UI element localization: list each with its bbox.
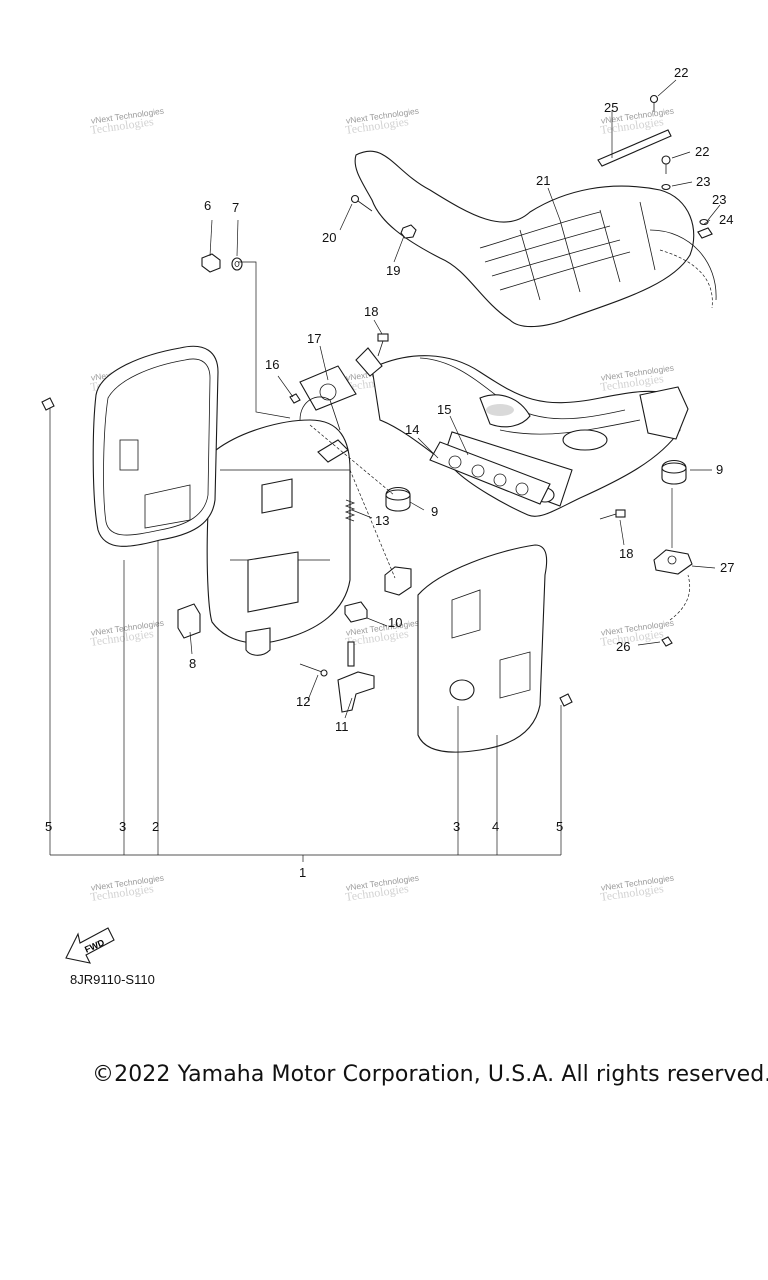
diagram-code: 8JR9110-S110 xyxy=(70,972,155,987)
callout-9-right: 9 xyxy=(716,462,723,477)
callout-3-right: 3 xyxy=(453,819,460,834)
callout-12: 12 xyxy=(296,694,310,709)
callout-13: 13 xyxy=(375,513,389,528)
bracket-11 xyxy=(337,641,375,713)
callout-11: 11 xyxy=(335,719,349,734)
bolt-26 xyxy=(661,574,691,647)
manifold-gasket-14 xyxy=(429,441,551,505)
callout-22-top: 22 xyxy=(674,65,688,80)
callout-23-upper: 23 xyxy=(696,174,710,189)
callout-24: 24 xyxy=(719,212,733,227)
callout-22-mid: 22 xyxy=(695,144,709,159)
rubber-mount-9-right xyxy=(661,459,687,485)
callout-4: 4 xyxy=(492,819,499,834)
callout-19: 19 xyxy=(386,263,400,278)
callout-25: 25 xyxy=(604,100,618,115)
screw-12 xyxy=(299,663,328,677)
callout-5-right: 5 xyxy=(556,819,563,834)
callout-6: 6 xyxy=(204,198,211,213)
bolt-18-top xyxy=(377,333,389,357)
callout-18-bottom: 18 xyxy=(619,546,633,561)
callout-23-lower: 23 xyxy=(712,192,726,207)
upper-heat-shield-21 xyxy=(350,94,717,328)
bolt-18-bottom xyxy=(599,509,626,520)
callout-1: 1 xyxy=(299,865,306,880)
callout-18-top: 18 xyxy=(364,304,378,319)
bracket-27 xyxy=(653,488,693,575)
muffler-body xyxy=(206,396,351,656)
washer-7 xyxy=(231,257,243,271)
gasket-17 xyxy=(299,347,383,411)
fwd-direction-arrow: FWD xyxy=(65,927,115,964)
callout-10: 10 xyxy=(388,615,402,630)
grommet-5-left xyxy=(41,397,55,411)
rubber-mount-9-left xyxy=(384,486,412,596)
callout-9-left: 9 xyxy=(431,504,438,519)
leader-lines xyxy=(49,79,721,862)
spring-13 xyxy=(344,499,356,522)
callout-8: 8 xyxy=(189,656,196,671)
callout-14: 14 xyxy=(405,422,419,437)
grommet-10 xyxy=(344,601,388,627)
clip-24 xyxy=(697,227,713,239)
callout-26: 26 xyxy=(616,639,630,654)
callout-21: 21 xyxy=(536,173,550,188)
callout-7: 7 xyxy=(232,200,239,215)
callout-16: 16 xyxy=(265,357,279,372)
clip-8 xyxy=(177,603,201,639)
nut-6 xyxy=(201,253,221,273)
callout-labels: 1 2 3 3 4 5 5 6 7 8 9 9 10 11 12 13 14 1… xyxy=(45,65,734,880)
callout-5-left: 5 xyxy=(45,819,52,834)
grommet-5-right xyxy=(559,693,573,707)
copyright-notice: ©2022 Yamaha Motor Corporation, U.S.A. A… xyxy=(92,1062,768,1087)
right-cover-4 xyxy=(417,544,548,753)
callout-2: 2 xyxy=(152,819,159,834)
callout-27: 27 xyxy=(720,560,734,575)
callout-15: 15 xyxy=(437,402,451,417)
callout-20: 20 xyxy=(322,230,336,245)
callout-3-left: 3 xyxy=(119,819,126,834)
callout-17: 17 xyxy=(307,331,321,346)
left-cover-2 xyxy=(92,345,219,547)
